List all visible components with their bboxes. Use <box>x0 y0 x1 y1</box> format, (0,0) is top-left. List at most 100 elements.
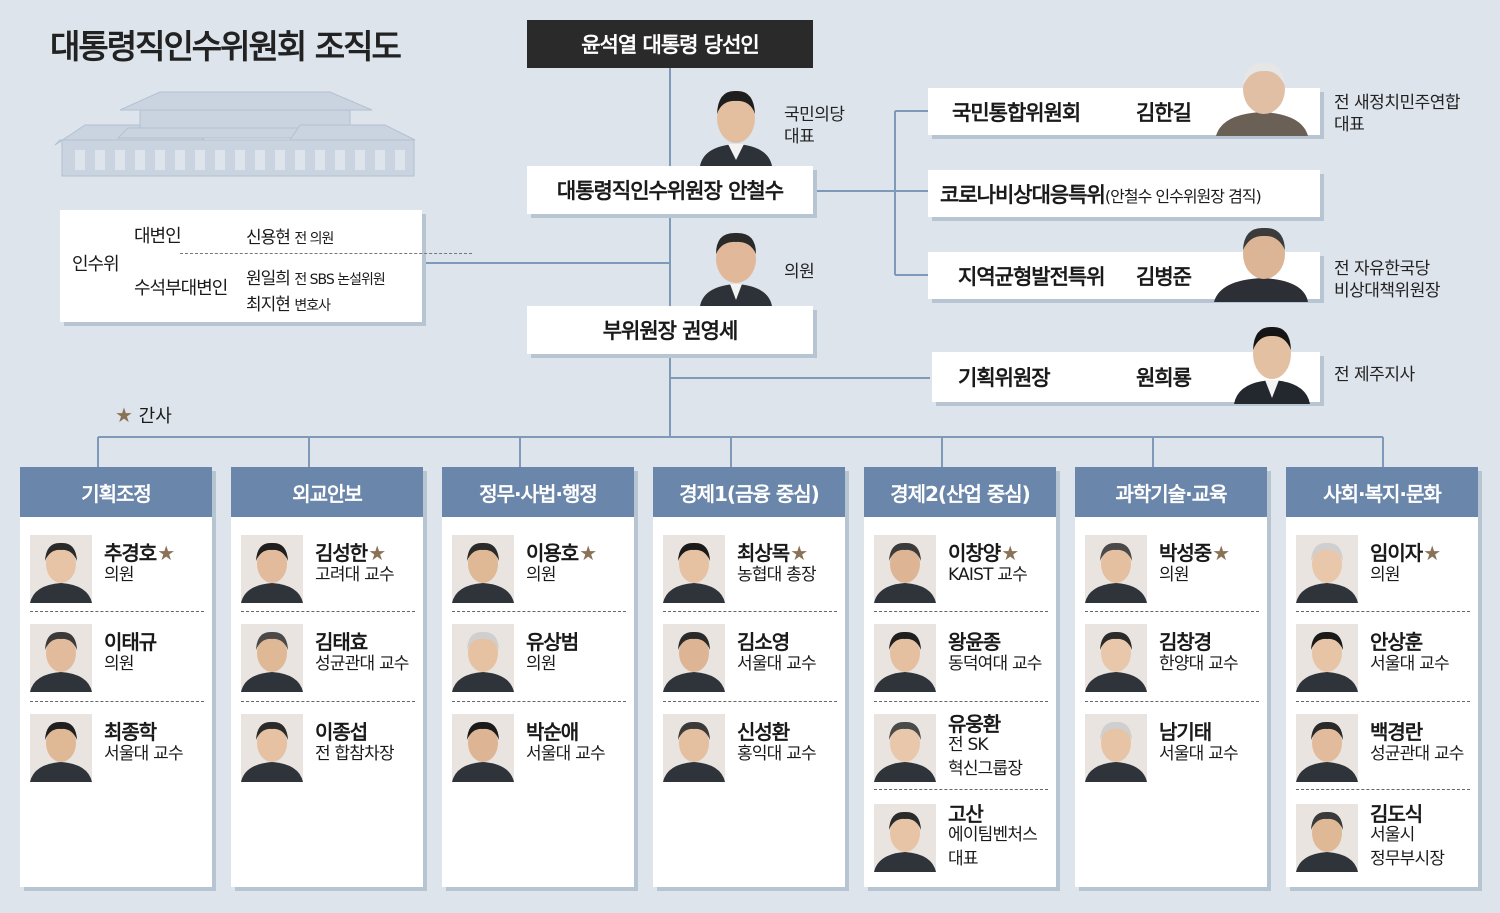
member-name: 최상목★ <box>737 541 808 565</box>
member-photo <box>1296 804 1358 872</box>
member-divider <box>30 701 204 702</box>
legend-label: 간사 <box>138 406 172 427</box>
member-role: 의원 <box>526 654 556 674</box>
president-elect-box: 윤석열 대통령 당선인 <box>527 20 813 68</box>
member-divider <box>874 701 1048 702</box>
member-role: 서울대 교수 <box>1159 744 1239 764</box>
member-name: 신성환 <box>737 720 790 744</box>
spokesperson-panel: 인수위 대변인 신용현 전 의원 수석부대변인 원일희 전 SBS 논설위원 최… <box>60 210 472 322</box>
member-photo <box>874 714 936 782</box>
member-name: 이창양★ <box>948 541 1019 565</box>
member-divider <box>1085 611 1259 612</box>
kim-byungjoon-photo <box>1214 227 1308 302</box>
member-role: 농협대 총장 <box>737 565 817 585</box>
member-photo <box>1296 535 1358 603</box>
member-name: 왕윤종 <box>948 630 1001 654</box>
member-photo <box>30 535 92 603</box>
member-photo <box>1296 624 1358 692</box>
member-photo <box>452 714 514 782</box>
subcommittee-title: 과학기술·교육 <box>1075 467 1267 517</box>
member-name: 김소영 <box>737 630 790 654</box>
member-role: 서울대 교수 <box>737 654 817 674</box>
member-divider <box>1296 789 1470 790</box>
member-photo <box>241 714 303 782</box>
kwon-youngse-photo <box>700 232 772 306</box>
committee-covid: 코로나비상대응특위(안철수 인수위원장 겸직) <box>928 170 1320 217</box>
member-divider <box>1296 611 1470 612</box>
member-photo <box>874 624 936 692</box>
member-photo <box>1085 624 1147 692</box>
member-name: 김창경 <box>1159 630 1212 654</box>
member-role: 서울대 교수 <box>526 744 606 764</box>
star-icon: ★ <box>1212 541 1230 565</box>
member-divider <box>30 611 204 612</box>
chair-note: 국민의당 대표 <box>784 105 845 147</box>
member-name: 임이자★ <box>1370 541 1441 565</box>
chief-entry-1: 원일희 전 SBS 논설위원 <box>246 269 386 289</box>
member-photo <box>874 804 936 872</box>
member-photo <box>663 714 725 782</box>
subcommittee-title: 사회·복지·문화 <box>1286 467 1478 517</box>
member-photo <box>663 624 725 692</box>
member-role: 고려대 교수 <box>315 565 395 585</box>
member-name: 추경호★ <box>104 541 175 565</box>
member-divider <box>1085 701 1259 702</box>
member-role: 의원 <box>526 565 556 585</box>
member-role: 의원 <box>104 565 134 585</box>
legend: ★ 간사 <box>115 402 172 428</box>
member-photo <box>1085 714 1147 782</box>
member-role: 홍익대 교수 <box>737 744 817 764</box>
member-divider <box>663 611 837 612</box>
member-divider <box>241 611 415 612</box>
member-photo <box>452 624 514 692</box>
spokesperson-label: 대변인 <box>134 226 182 247</box>
spokesperson-entry: 신용현 전 의원 <box>246 228 334 248</box>
member-name: 안상훈 <box>1370 630 1423 654</box>
member-role: 서울대 교수 <box>104 744 184 764</box>
member-divider <box>1296 701 1470 702</box>
member-role: KAIST 교수 <box>948 565 1028 585</box>
member-photo <box>874 535 936 603</box>
member-photo <box>663 535 725 603</box>
c1-note: 전 새정치민주연합 대표 <box>1334 93 1461 135</box>
vice-chair-box: 부위원장 권영세 <box>527 306 813 354</box>
subcommittee-title: 외교안보 <box>231 467 423 517</box>
member-divider <box>663 701 837 702</box>
member-photo <box>30 714 92 782</box>
vice-note: 의원 <box>784 262 815 282</box>
subcommittee-title: 경제2(산업 중심) <box>864 467 1056 517</box>
member-name: 박성중★ <box>1159 541 1230 565</box>
star-icon: ★ <box>368 541 386 565</box>
won-heeryong-photo <box>1234 326 1310 404</box>
member-name: 이태규 <box>104 630 157 654</box>
member-name: 유웅환 <box>948 712 1001 736</box>
member-role: 전 합참차장 <box>315 744 395 764</box>
member-divider <box>452 611 626 612</box>
member-divider <box>874 611 1048 612</box>
chair-box: 대통령직인수위원장 안철수 <box>527 166 813 214</box>
member-role: 서울대 교수 <box>1370 654 1450 674</box>
star-icon: ★ <box>157 541 175 565</box>
member-photo <box>1296 714 1358 782</box>
member-name: 고산 <box>948 802 984 826</box>
member-role: 의원 <box>104 654 134 674</box>
member-role: 한양대 교수 <box>1159 654 1239 674</box>
member-name: 이용호★ <box>526 541 597 565</box>
chief-label: 수석부대변인 <box>134 278 228 299</box>
member-photo <box>452 535 514 603</box>
member-role: 의원 <box>1159 565 1189 585</box>
member-role: 동덕여대 교수 <box>948 654 1042 674</box>
member-name: 박순애 <box>526 720 579 744</box>
member-name: 이종섭 <box>315 720 368 744</box>
member-name: 남기태 <box>1159 720 1212 744</box>
page-title: 대통령직인수위원회 조직도 <box>50 27 402 66</box>
member-name: 최종학 <box>104 720 157 744</box>
member-divider <box>452 701 626 702</box>
c4-note: 전 제주지사 <box>1334 365 1415 385</box>
